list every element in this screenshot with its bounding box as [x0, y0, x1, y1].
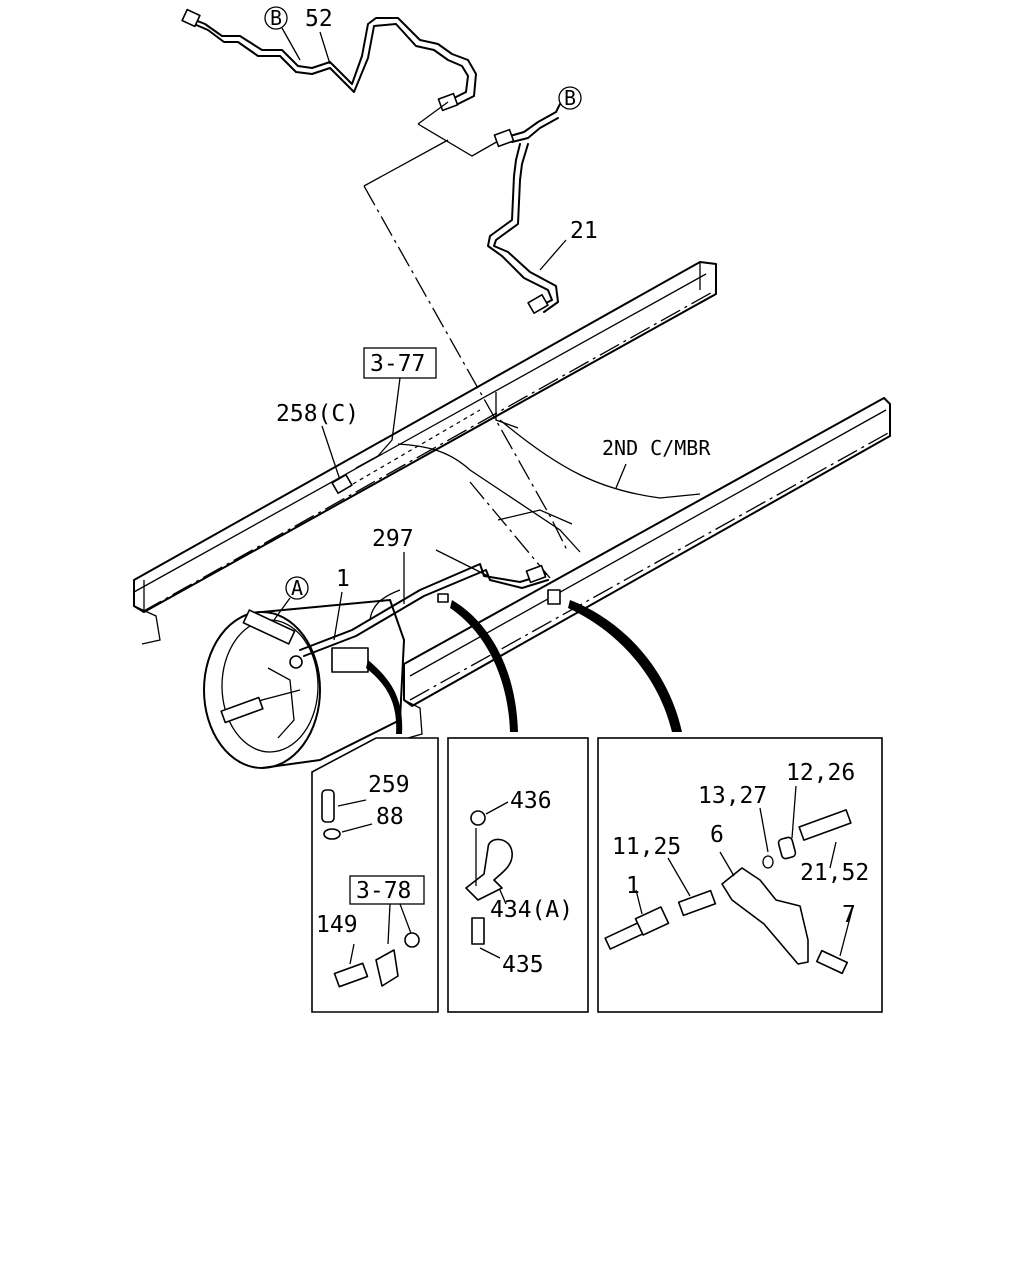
callout-b-right: B: [558, 86, 582, 110]
second-crossmember: [397, 392, 701, 553]
clamp-434a: [465, 838, 513, 901]
detail-panel-3: [597, 737, 883, 1013]
clip-detail: [375, 949, 399, 987]
ref-box-3-78: [349, 875, 425, 905]
bolt-435: [471, 917, 485, 945]
connection-line: [363, 185, 569, 553]
rail-centerline: [409, 431, 891, 701]
hose-line: [345, 409, 481, 489]
label-297: 297: [372, 526, 414, 552]
fitting: [289, 655, 303, 669]
detail-panel-1: [311, 737, 439, 1013]
label-7: 7: [842, 902, 856, 928]
pipe-21: [487, 103, 561, 314]
detail-arrow-1: [366, 660, 403, 734]
label-13-27: 13,27: [698, 783, 767, 809]
nut-detail: [404, 932, 420, 948]
nut-12-26: [777, 836, 797, 860]
rail-centerline: [141, 289, 717, 613]
label-259: 259: [368, 772, 410, 798]
nut-436: [470, 810, 486, 826]
callout-b-top-text: B: [270, 6, 282, 30]
cover-plate: [242, 609, 296, 645]
bracket-6: [721, 867, 809, 965]
bolt-149: [333, 962, 369, 988]
fitting-258c: [331, 474, 353, 494]
pipe-fitting-nut: [181, 8, 201, 28]
output-shaft: [220, 696, 264, 724]
callout-a-text: A: [291, 576, 303, 600]
transmission: [203, 599, 405, 769]
label-2nd-cmbr: 2ND C/MBR: [602, 436, 711, 460]
label-258c: 258(C): [276, 401, 359, 427]
clip: [437, 593, 449, 603]
callout-b-top: B: [264, 6, 301, 61]
bolt-7: [815, 949, 849, 975]
bracket-clip: [547, 589, 561, 605]
callout-a: A: [273, 576, 309, 621]
frame-rail-right: [403, 397, 891, 739]
washer-88: [323, 828, 341, 840]
detail-panel-2: [447, 737, 589, 1013]
pipe-fitting-nut: [493, 128, 515, 148]
detail-arrow-3: [568, 600, 682, 732]
label-1-main: 1: [336, 566, 350, 592]
ref-3-78-text: 3-78: [356, 878, 411, 904]
hose-fitting-body: [634, 906, 670, 936]
pin-259: [321, 789, 335, 823]
label-12-26: 12,26: [786, 760, 855, 786]
connection-line: [469, 481, 551, 579]
frame-rail-left: [133, 261, 717, 645]
pipe-297: [299, 549, 561, 657]
label-149: 149: [316, 912, 358, 938]
ref-box-3-77: 3-77: [355, 347, 437, 469]
detail-arrow-2: [450, 600, 518, 732]
label-436: 436: [510, 788, 552, 814]
label-1-detail: 1: [626, 873, 640, 899]
ref-3-77-text: 3-77: [370, 351, 425, 377]
label-6: 6: [710, 822, 724, 848]
label-435: 435: [502, 952, 544, 978]
pipe-end-21-52: [798, 809, 852, 841]
label-11-25: 11,25: [612, 834, 681, 860]
label-21-52: 21,52: [800, 860, 869, 886]
clip-13-27: [762, 855, 774, 869]
callout-b-right-text: B: [564, 86, 576, 110]
label-21: 21: [570, 218, 598, 244]
fitting-11-25: [677, 889, 717, 917]
label-52-top: 52: [305, 6, 333, 32]
pipe-fitting-nut: [525, 564, 547, 584]
label-88: 88: [376, 804, 404, 830]
transmission-block: [331, 647, 369, 673]
label-434a: 434(A): [490, 897, 573, 923]
pipe-fitting-nut: [527, 294, 549, 314]
